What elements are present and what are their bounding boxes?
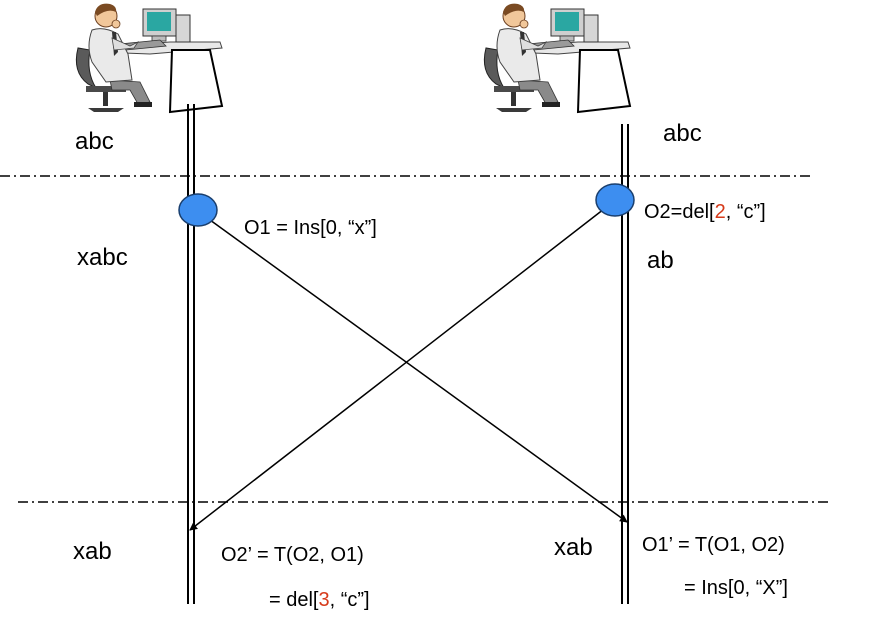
left-state-initial: abc bbox=[75, 128, 114, 155]
left-transformed-result-suffix: , “c”] bbox=[329, 589, 370, 611]
left-user-icon bbox=[75, 2, 223, 114]
right-state-initial: abc bbox=[663, 120, 702, 147]
left-transformed-result: = del[3, “c”] bbox=[269, 590, 370, 610]
right-transformed-op: O1’ = T(O1, O2) bbox=[642, 534, 785, 556]
right-local-op-prefix: O2=del[ bbox=[644, 201, 715, 223]
right-local-op-suffix: , “c”] bbox=[725, 201, 766, 223]
right-local-op-position: 2 bbox=[714, 201, 726, 223]
arrow-o2-to-left bbox=[189, 201, 614, 531]
left-timeline bbox=[187, 104, 195, 604]
right-transformed-result: = Ins[0, “X”] bbox=[684, 577, 788, 599]
left-state-final: xab bbox=[73, 538, 112, 565]
op-o1-dot bbox=[178, 193, 218, 227]
left-transformed-result-position: 3 bbox=[318, 589, 330, 611]
right-local-op: O2=del[2, “c”] bbox=[644, 202, 766, 222]
left-transformed-result-prefix: = del[ bbox=[269, 589, 319, 611]
right-state-final: xab bbox=[554, 534, 593, 561]
left-transformed-op: O2’ = T(O2, O1) bbox=[221, 544, 364, 566]
left-local-op: O1 = Ins[0, “x”] bbox=[244, 217, 377, 239]
op-o2-dot bbox=[595, 183, 635, 217]
arrow-o1-to-right bbox=[198, 211, 628, 523]
right-state-after-local: ab bbox=[647, 247, 674, 274]
right-user-icon bbox=[483, 2, 631, 114]
left-state-after-local: xabc bbox=[77, 244, 128, 271]
